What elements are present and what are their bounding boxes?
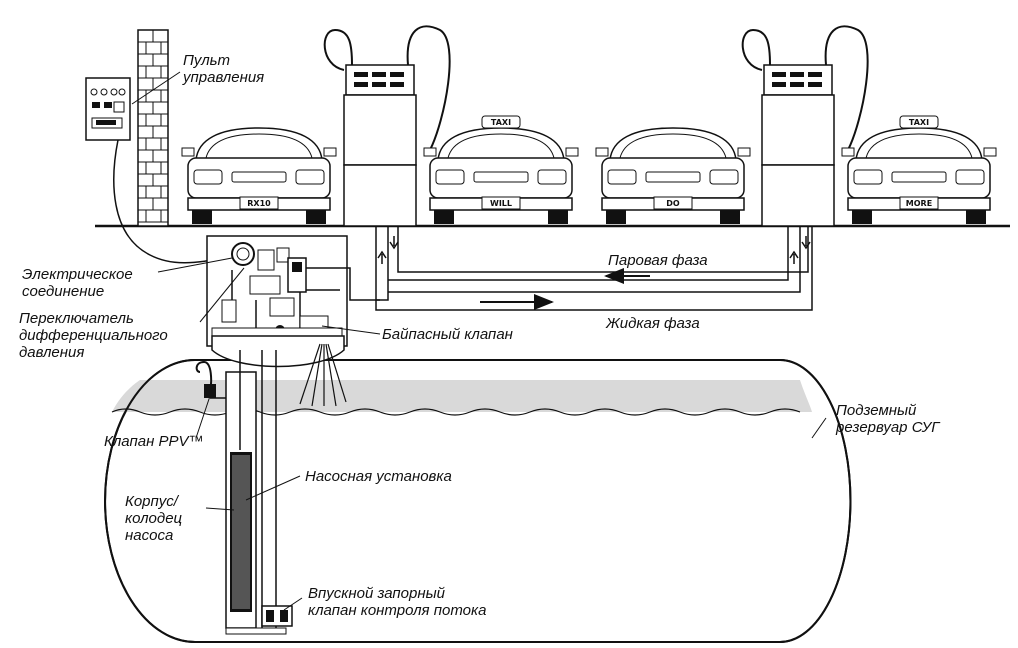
- car-2: WILL TAXI: [423, 115, 579, 224]
- label-liquid-phase: Жидкая фаза: [606, 315, 700, 332]
- label-electrical: Электрическое соединение: [22, 266, 133, 300]
- equipment-box: [206, 235, 380, 347]
- manway-dome: [211, 335, 345, 368]
- label-inlet-valve: Впускной запорный клапан контроля потока: [308, 585, 487, 619]
- pipelines: [375, 226, 813, 311]
- label-casing: Корпус/ колодец насоса: [125, 493, 183, 544]
- car-3: DO: [595, 127, 751, 224]
- taxi-sign: TAXI: [491, 118, 511, 127]
- brick-wall: [137, 29, 169, 227]
- dispenser-2: [741, 25, 869, 227]
- dispenser-1: [323, 25, 451, 227]
- license-plate: DO: [666, 199, 680, 208]
- label-bypass: Байпасный клапан: [382, 326, 513, 343]
- label-diff-switch: Переключатель дифференциального давления: [19, 310, 168, 361]
- license-plate: RX10: [247, 199, 271, 208]
- label-tank: Подземный резервуар СУГ: [836, 402, 940, 436]
- car-1: RX10: [181, 127, 337, 224]
- label-ppv-valve: Клапан PPV™: [104, 433, 204, 450]
- license-plate: MORE: [906, 199, 932, 208]
- label-pump-unit: Насосная установка: [305, 468, 452, 485]
- bypass-spray: [299, 343, 347, 407]
- ppv-valve: [195, 360, 226, 399]
- label-vapor-phase: Паровая фаза: [608, 252, 708, 269]
- label-control-panel: Пульт управления: [183, 52, 265, 86]
- taxi-sign: TAXI: [909, 118, 929, 127]
- lpg-tank: [104, 359, 852, 643]
- car-4: MORE TAXI: [841, 115, 997, 224]
- control-panel: [85, 77, 131, 141]
- leader-lines: [131, 71, 827, 611]
- license-plate: WILL: [490, 199, 512, 208]
- cars: RX10 WILL TAXI DO MORE TAXI: [181, 115, 997, 224]
- inlet-valve: [261, 605, 293, 627]
- pump-casing: [225, 350, 293, 635]
- electrical-cable: [113, 139, 239, 264]
